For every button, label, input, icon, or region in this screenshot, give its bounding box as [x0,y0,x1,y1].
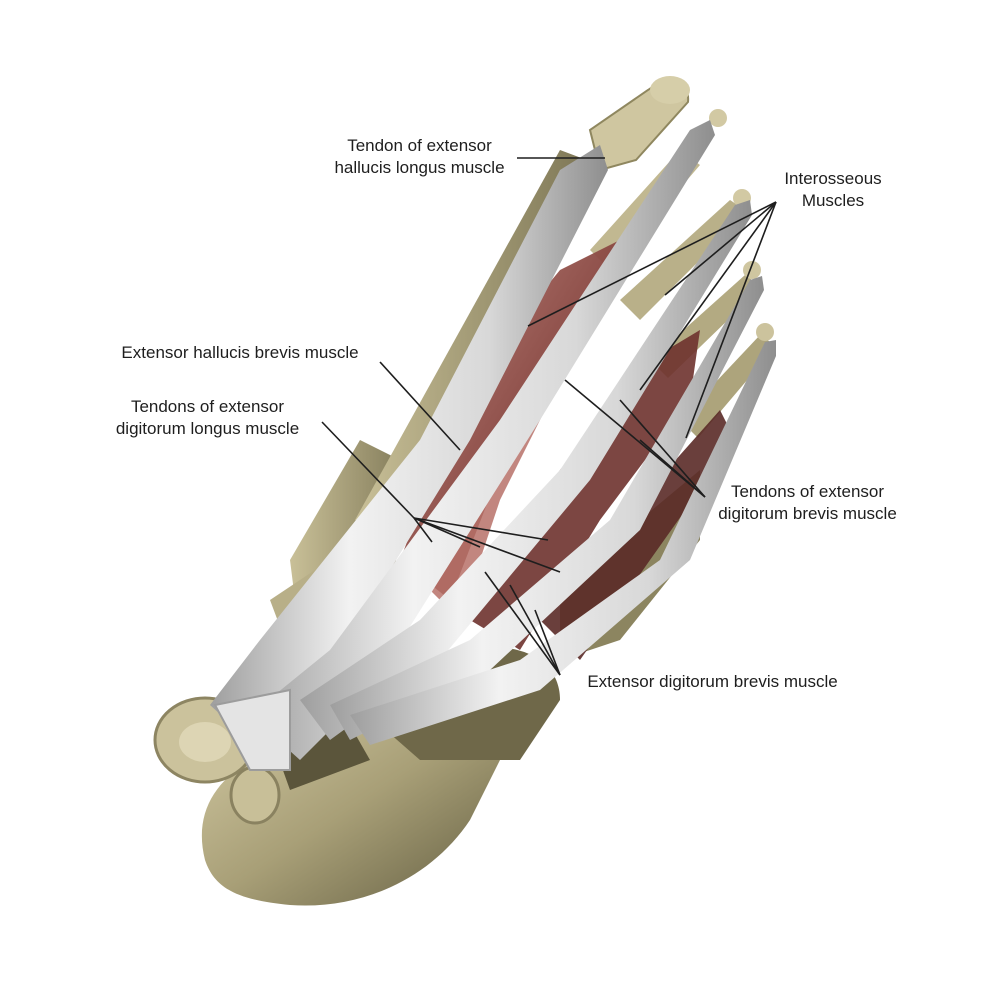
leader-line-edl-tendons [321,421,415,519]
leader-line-edb-muscle [509,584,561,676]
label-interosseous-muscles: Interosseous Muscles [768,168,898,212]
leader-line-interosseous [527,201,777,327]
leader-line-ehb-muscle [379,361,461,451]
leader-line-edb-muscle [534,609,561,676]
leader-line-edb-tendons [639,439,706,498]
leader-line-interosseous [685,201,777,439]
label-extensor-digitorum-brevis-muscle: Extensor digitorum brevis muscle [560,671,865,693]
lesser-toe-tips [709,109,774,341]
label-line: Tendons of extensor [730,482,885,501]
label-extensor-hallucis-longus-tendon: Tendon of extensor hallucis longus muscl… [312,135,527,179]
label-line: Tendon of extensor [347,136,492,155]
leader-line-edb-tendons [619,399,706,498]
label-extensor-hallucis-brevis: Extensor hallucis brevis muscle [95,342,385,364]
label-line: digitorum brevis muscle [718,504,897,523]
label-line: Extensor hallucis brevis muscle [121,343,359,362]
fibula-cut [229,765,281,825]
leader-line-interosseous [664,201,777,296]
label-line: Extensor digitorum brevis muscle [587,672,838,691]
leader-line-edl-tendons [413,517,433,543]
leader-line-edl-tendons [413,517,549,541]
label-line: Tendons of extensor [130,397,285,416]
leader-lines [321,157,777,676]
leader-line-edl-tendons [413,517,561,573]
label-line: digitorum longus muscle [115,419,300,438]
hallux-bones [588,76,690,172]
label-line: hallucis longus muscle [334,158,505,177]
label-line: Interosseous [784,169,882,188]
label-extensor-digitorum-longus-tendons: Tendons of extensor digitorum longus mus… [95,396,320,440]
tendons [210,120,776,771]
label-extensor-digitorum-brevis-tendons: Tendons of extensor digitorum brevis mus… [700,481,915,525]
leader-line-interosseous [639,201,777,391]
leader-line-edb-muscle [484,571,561,676]
label-line: Muscles [801,191,865,210]
